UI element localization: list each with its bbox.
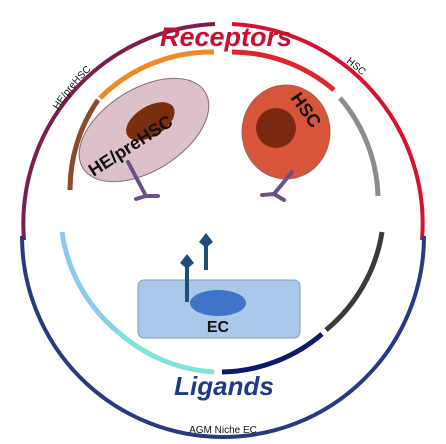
he-prehsc-nucleus (126, 102, 175, 141)
ligand-arrow-1 (180, 254, 194, 302)
outer-label-agm-niche-ec: AGM Niche EC (189, 425, 257, 436)
inner-arc-aqua (116, 330, 215, 375)
inner-arc-navy (221, 332, 324, 375)
inner-arc-orange (98, 49, 215, 100)
hsc-receptor (260, 170, 294, 202)
hsc-nucleus (256, 108, 296, 148)
inner-arc-brown (67, 98, 101, 191)
outer-arc-he-prehsc (21, 22, 216, 241)
title-ligands: Ligands (174, 371, 274, 401)
outer-label-he-prehsc: HE/preHSC (51, 64, 93, 112)
inner-arc-gray (338, 96, 381, 197)
inner-arc-light-blue (59, 231, 120, 334)
hsc-cell (241, 84, 331, 180)
ec-label: EC (207, 319, 230, 336)
inner-arc-red (231, 49, 336, 92)
ligand-arrow-2 (199, 233, 213, 270)
title-receptors: Receptors (160, 22, 292, 52)
he-prehsc-cell (78, 77, 210, 183)
outer-arc-hsc (231, 22, 425, 241)
outer-arc-agm-niche-ec (20, 235, 426, 439)
he-prehsc-receptor (126, 160, 160, 201)
ec-nucleus (190, 290, 246, 316)
inner-arc-dark (324, 231, 385, 332)
ec-cell (137, 279, 301, 339)
